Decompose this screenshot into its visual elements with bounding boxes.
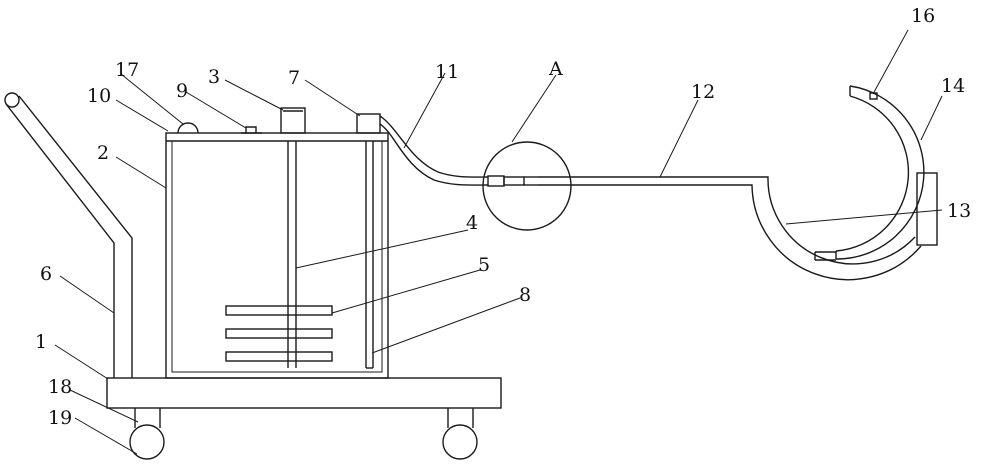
label-1: 1 <box>35 331 47 353</box>
label-18: 18 <box>48 376 72 398</box>
stirring-blades <box>225 305 333 362</box>
wheel-left <box>129 408 165 460</box>
pump <box>356 113 381 134</box>
fill-valve <box>241 126 262 134</box>
label-10: 10 <box>87 85 111 107</box>
clamp-plate <box>916 172 938 246</box>
label-9: 9 <box>176 80 188 102</box>
label-19: 19 <box>48 407 72 429</box>
label-3: 3 <box>208 66 220 88</box>
label-14: 14 <box>941 75 965 97</box>
label-11: 11 <box>435 61 459 83</box>
labels: 17 10 9 3 7 2 6 1 18 19 11 4 5 8 A 12 16… <box>35 5 971 429</box>
label-7: 7 <box>288 67 300 89</box>
suction-pipe <box>365 141 374 369</box>
label-5: 5 <box>478 254 490 276</box>
stirring-shaft <box>287 141 297 368</box>
label-17: 17 <box>115 59 139 81</box>
label-8: 8 <box>519 284 531 306</box>
c-holder <box>814 85 925 261</box>
spray-pipe <box>538 176 922 281</box>
label-6: 6 <box>40 263 52 285</box>
wheel-right <box>442 408 478 460</box>
leader-lines <box>54 29 943 455</box>
base-plate <box>106 377 502 409</box>
label-4: 4 <box>466 212 478 234</box>
label-13: 13 <box>947 200 971 222</box>
label-a: A <box>548 58 563 80</box>
detail-circle-a <box>482 141 572 231</box>
hose <box>379 115 489 186</box>
motor <box>280 107 306 134</box>
hose-connector <box>487 175 538 187</box>
label-16: 16 <box>911 5 935 27</box>
label-12: 12 <box>691 81 715 103</box>
lifting-ring <box>177 122 199 134</box>
tank <box>165 132 389 379</box>
push-handle <box>4 92 133 378</box>
label-2: 2 <box>97 142 109 164</box>
handle-grip <box>4 92 20 108</box>
